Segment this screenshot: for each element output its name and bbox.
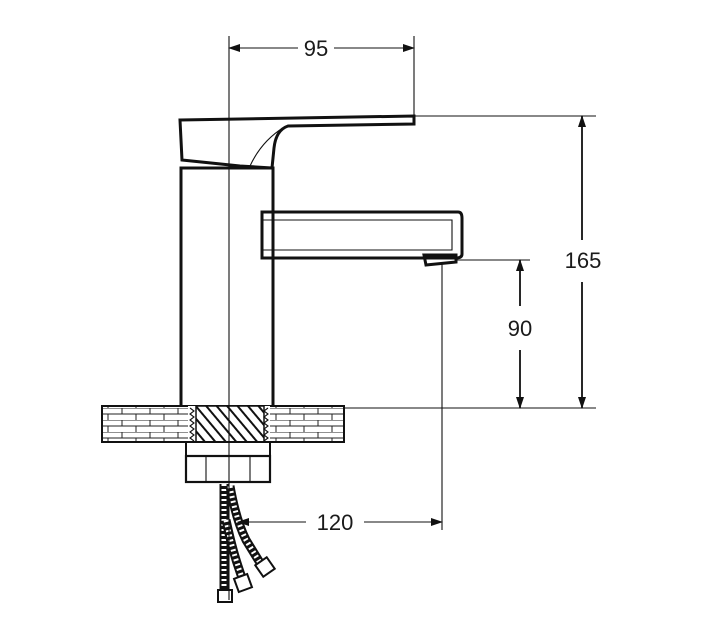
dimension-label-95: 95 (304, 36, 328, 61)
threaded-shank (189, 405, 269, 443)
supply-hoses (217, 484, 277, 603)
faucet-spout (260, 210, 464, 267)
dimension-total-height: 165 (565, 115, 602, 409)
mounting-nut (184, 441, 272, 484)
dimension-label-90: 90 (508, 316, 532, 341)
extension-lines (344, 36, 596, 530)
faucet-body (179, 166, 275, 410)
faucet-handle (178, 114, 416, 170)
dimension-label-165: 165 (565, 248, 602, 273)
dimension-spout-reach: 95 (228, 36, 415, 61)
dimension-label-120: 120 (317, 510, 354, 535)
dimension-spout-height: 90 (508, 259, 532, 409)
dimension-hose-reach: 120 (237, 510, 443, 535)
